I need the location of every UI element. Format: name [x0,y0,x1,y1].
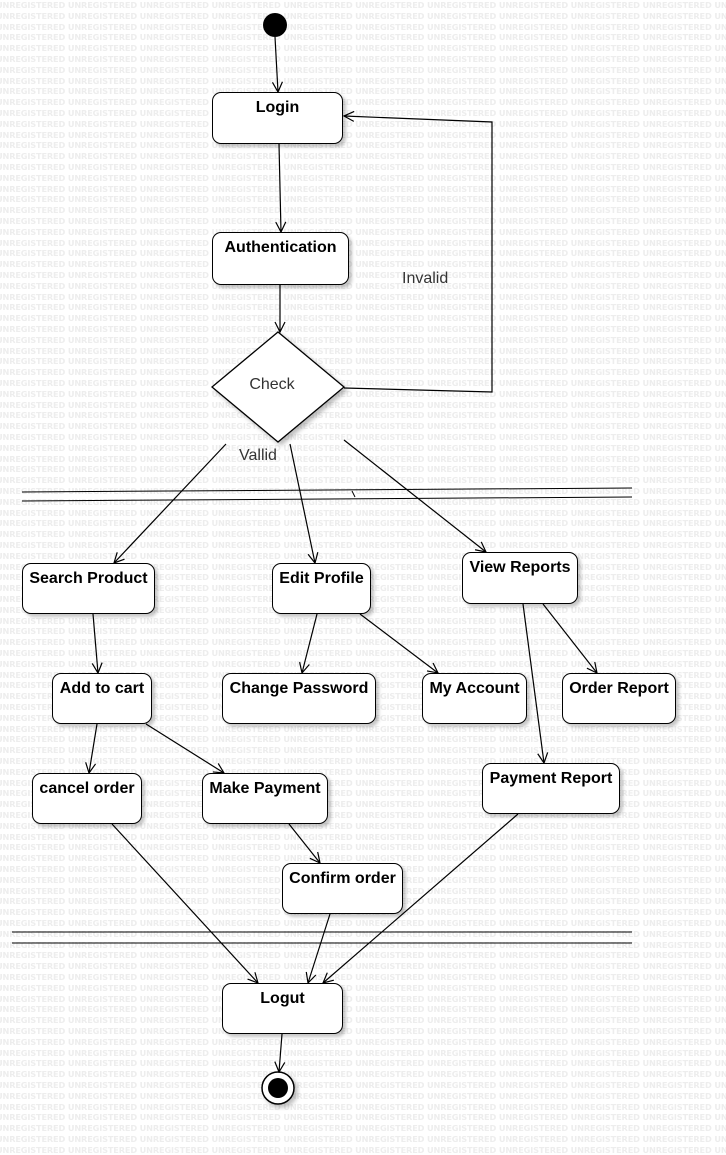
end-node [261,1071,295,1105]
node-view-reports: View Reports [462,552,578,604]
node-confirm-order: Confirm order [282,863,403,914]
edge-check-edit-profile [289,443,315,563]
guard-invalid-label: Invalid [402,270,449,287]
node-change-password: Change Password [222,673,376,724]
edge-check-view-reports [343,439,486,552]
edge-cancel-logout [111,823,258,983]
node-add-to-cart-label: Add to cart [59,680,145,697]
edge-reports-order-report [542,603,597,673]
separator-lines [12,487,633,944]
guard-valid-label: Vallid [239,447,277,464]
edge-payment-confirm-order [288,823,320,863]
node-my-account: My Account [422,673,527,724]
node-change-password-label: Change Password [229,680,369,697]
node-add-to-cart: Add to cart [52,673,152,724]
decision-diamond [210,331,346,443]
node-authentication-label: Authentication [224,239,337,256]
transitions [89,36,597,1072]
node-cancel-order-label: cancel order [39,780,135,797]
node-search-product-label: Search Product [29,570,148,587]
edge-reports-payment-report [522,603,544,763]
edge-cart-cancel-order [89,723,98,773]
node-make-payment-label: Make Payment [209,780,321,797]
node-login: Login [212,92,343,144]
node-my-account-label: My Account [429,680,520,697]
edge-start-login [275,36,278,92]
node-search-product: Search Product [22,563,155,614]
edge-edit-change-password [302,613,318,673]
start-node [263,13,287,37]
edge-confirm-logout [308,913,331,983]
node-order-report-label: Order Report [569,680,669,697]
edge-edit-my-account [359,613,438,673]
edge-cart-make-payment [145,723,224,773]
node-payment-report-label: Payment Report [489,770,613,787]
node-make-payment: Make Payment [202,773,328,824]
node-payment-report: Payment Report [482,763,620,814]
decision-check-label: Check [249,376,295,393]
node-edit-profile-label: Edit Profile [279,570,364,587]
edge-search-add-to-cart [93,613,98,673]
edge-check-search-product [114,443,227,563]
node-cancel-order: cancel order [32,773,142,824]
edge-login-authentication [279,143,281,232]
node-logout: Logut [222,983,343,1034]
node-logout-label: Logut [260,990,305,1007]
edge-logout-end [279,1033,282,1072]
node-login-label: Login [255,99,300,116]
edge-payment-report-logout [323,813,519,983]
node-authentication: Authentication [212,232,349,285]
node-confirm-order-label: Confirm order [289,870,396,887]
edge-check-login-invalid [344,116,493,393]
node-edit-profile: Edit Profile [272,563,371,614]
node-order-report: Order Report [562,673,676,724]
node-view-reports-label: View Reports [469,559,571,576]
